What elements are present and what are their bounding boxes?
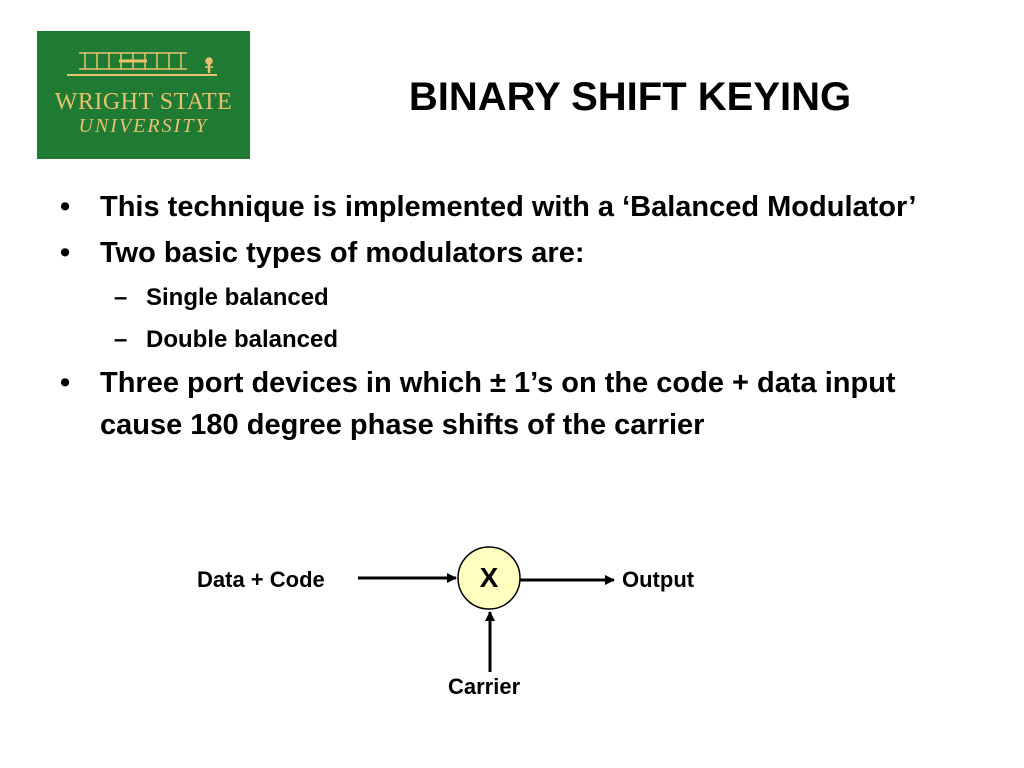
bullet-text: Two basic types of modulators are: xyxy=(100,237,585,269)
sub-bullet-text: Single balanced xyxy=(146,284,329,311)
bullet-mark: • xyxy=(60,237,71,269)
sub-bullet-mark: – xyxy=(114,284,128,311)
sub-bullet-mark: – xyxy=(114,326,128,353)
university-logo: WRIGHT STATE UNIVERSITY xyxy=(37,31,250,159)
output-label: Output xyxy=(622,567,695,592)
carrier-label: Carrier xyxy=(448,674,521,699)
input-label: Data + Code xyxy=(197,567,325,592)
mixer-node xyxy=(457,546,521,610)
sub-bullet-text: Double balanced xyxy=(146,326,339,353)
slide-title: BINARY SHIFT KEYING xyxy=(408,75,852,119)
bullet-item: • This technique is implemented with a ‘… xyxy=(60,186,980,228)
bullet-mark: • xyxy=(60,191,71,223)
sub-bullet-item: – Double balanced xyxy=(114,320,980,360)
logo-wordmark-line1: WRIGHT STATE xyxy=(54,89,233,115)
bullet-item: • Two basic types of modulators are: xyxy=(60,232,980,274)
bullet-text: This technique is implemented with a ‘Ba… xyxy=(100,191,917,223)
bullet-list: • This technique is implemented with a ‘… xyxy=(60,186,980,450)
bullet-text: Three port devices in which ± 1’s on the… xyxy=(100,367,896,441)
bullet-mark: • xyxy=(60,367,71,399)
mixer-label: X xyxy=(479,562,499,593)
bullet-item: • Three port devices in which ± 1’s on t… xyxy=(60,362,980,446)
sub-bullet-item: – Single balanced xyxy=(114,278,980,318)
logo-wordmark-line2: UNIVERSITY xyxy=(78,115,209,137)
logo-emblem-icon xyxy=(37,31,250,159)
